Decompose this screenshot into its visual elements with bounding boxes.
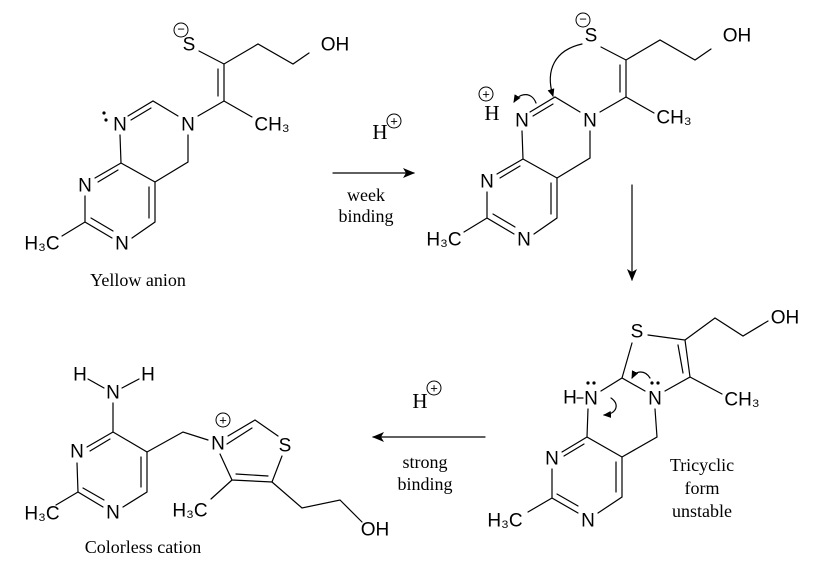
atom-n: N [115, 234, 129, 255]
atom-s: S [631, 322, 644, 343]
charge-symbol: − [177, 22, 185, 37]
atom-h3c: H₃C [426, 230, 461, 251]
reaction-arrow-weak: H + week binding [332, 113, 415, 226]
proton-h: H [484, 101, 499, 125]
atom-oh: OH [771, 308, 800, 329]
condition-text: binding [397, 474, 452, 494]
atom-n: N [211, 434, 225, 455]
molecule-yellow-anion: − S OH CH₃ N N N N H₃C Yellow anion [24, 22, 349, 291]
atom-h3c: H₃C [24, 234, 59, 255]
atom-h3c: H₃C [487, 511, 522, 532]
atom-n: N [106, 383, 120, 404]
molecule-protonated: − S OH CH₃ N N N N H₃C H + [426, 12, 751, 251]
atom-n: N [181, 115, 195, 136]
lone-pair-icon [102, 111, 108, 122]
curved-arrow-icon [547, 43, 583, 97]
atom-h: H [141, 365, 155, 386]
atom-s: S [183, 35, 196, 56]
atom-n: N [517, 230, 531, 251]
atom-oh: OH [723, 26, 752, 47]
molecule-label: unstable [672, 501, 732, 521]
atom-n: N [70, 442, 84, 463]
atom-oh: OH [361, 520, 390, 541]
charge-symbol: + [219, 413, 227, 428]
charge-symbol: + [430, 381, 438, 396]
reagent-proton: H [372, 120, 387, 144]
molecule-label: Colorless cation [85, 537, 201, 557]
atom-h: H [73, 365, 87, 386]
positive-charge-icon [426, 380, 442, 396]
charge-symbol: − [579, 12, 587, 27]
atom-oh: OH [321, 35, 350, 56]
atom-n: N [480, 172, 494, 193]
molecule-colorless-cation: H H N N N H₃C N + S H₃C OH Colorless cat… [24, 365, 389, 558]
molecule-label: Yellow anion [90, 270, 186, 290]
curved-arrow-icon [631, 370, 651, 379]
lone-pair-icon [650, 381, 660, 385]
reagent-proton: H [412, 389, 427, 413]
atom-n: N [515, 111, 529, 132]
molecule-label: Tricyclic [670, 455, 734, 475]
atom-n: N [584, 389, 598, 410]
atom-s: S [585, 26, 598, 47]
condition-text: week [347, 185, 385, 205]
curved-arrow-icon [513, 94, 537, 104]
atom-ch3: CH₃ [656, 108, 691, 129]
atom-h3c: H₃C [172, 501, 207, 522]
atom-n: N [545, 449, 559, 470]
atom-ch3: CH₃ [724, 390, 759, 411]
bonds [61, 43, 310, 239]
atom-n: N [583, 111, 597, 132]
charge-symbol: + [390, 114, 398, 129]
negative-charge-icon [575, 12, 591, 28]
atom-s: S [279, 436, 292, 457]
reaction-arrow-strong: H + strong binding [372, 380, 486, 494]
molecule-label: form [685, 478, 720, 498]
negative-charge-icon [173, 22, 189, 38]
molecule-tricyclic: S OH CH₃ H N N N N H₃C Tricyclic form un… [487, 308, 799, 532]
lone-pair-icon [586, 381, 596, 385]
charge-symbol: + [482, 87, 490, 102]
condition-text: binding [338, 206, 393, 226]
atom-n: N [106, 503, 120, 524]
positive-charge-icon [215, 412, 231, 428]
atom-n: N [581, 511, 595, 532]
condition-text: strong [403, 452, 448, 472]
atom-h3c: H₃C [24, 504, 59, 525]
atom-n: N [113, 115, 127, 136]
curved-arrow-icon [603, 397, 617, 418]
atom-n: N [78, 176, 92, 197]
positive-charge-icon [386, 113, 402, 129]
positive-charge-icon [478, 86, 494, 102]
atom-ch3: CH₃ [254, 115, 289, 136]
atom-n: N [648, 389, 662, 410]
atom-h: H [563, 388, 577, 409]
